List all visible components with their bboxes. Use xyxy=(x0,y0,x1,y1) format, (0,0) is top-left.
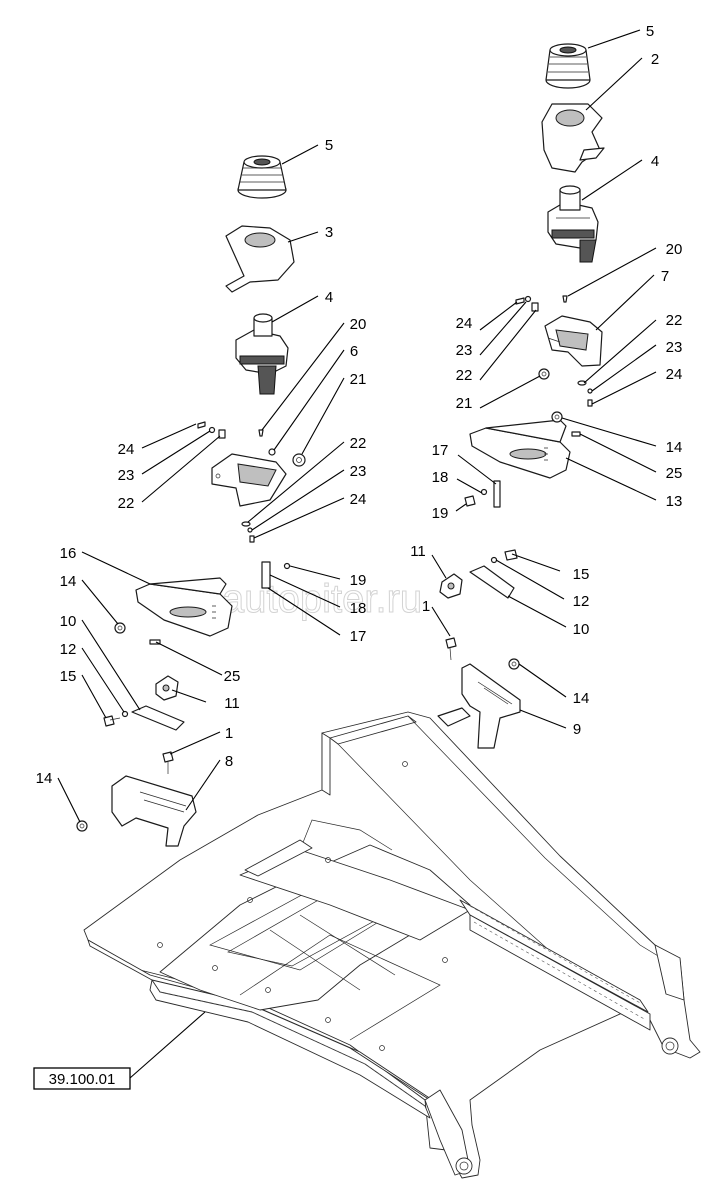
callout-12-left: 12 xyxy=(60,641,77,658)
cab-floor-frame xyxy=(83,711,701,1179)
support-bracket-left xyxy=(111,775,197,847)
callout-22-right: 22 xyxy=(666,312,683,329)
bolt-set-left xyxy=(103,710,129,727)
plate-set-right xyxy=(469,549,518,599)
spring-right xyxy=(538,368,550,380)
cover-left xyxy=(225,225,295,293)
callout-22-right-top: 22 xyxy=(456,367,473,384)
mounting-plate-right xyxy=(469,419,571,479)
callout-10-right: 10 xyxy=(573,621,590,638)
knob-right xyxy=(439,573,463,599)
callout-15-left: 15 xyxy=(60,668,77,685)
bracket-left-upper xyxy=(211,453,287,507)
callout-19-left: 19 xyxy=(350,572,367,589)
callout-4-left: 4 xyxy=(325,289,333,306)
callout-10-left: 10 xyxy=(60,613,77,630)
callout-20-left: 20 xyxy=(350,316,367,333)
mounting-plate-left xyxy=(135,577,233,637)
cover-right xyxy=(541,103,605,173)
boot-left xyxy=(237,155,287,199)
callout-18-right: 18 xyxy=(432,469,449,486)
callout-22-left: 22 xyxy=(350,435,367,452)
reference-label[interactable]: 39.100.01 xyxy=(49,1071,116,1088)
callout-3: 3 xyxy=(325,224,333,241)
callout-17-right: 17 xyxy=(432,442,449,459)
reference-box[interactable] xyxy=(33,1067,131,1090)
callout-7: 7 xyxy=(661,268,669,285)
callout-23-right: 23 xyxy=(666,339,683,356)
knob-left xyxy=(155,675,179,701)
callout-13: 13 xyxy=(666,493,683,510)
callout-2: 2 xyxy=(651,51,659,68)
callout-9: 9 xyxy=(573,721,581,738)
clip-left xyxy=(268,448,276,456)
bolt-right xyxy=(445,637,457,661)
callout-11-right: 11 xyxy=(410,543,426,560)
callout-24-left-top: 24 xyxy=(118,441,135,458)
callout-1-right: 1 xyxy=(422,598,430,615)
callout-14-left-bottom: 14 xyxy=(36,770,53,787)
callout-20-right: 20 xyxy=(666,241,683,258)
callout-14-right-bottom: 14 xyxy=(573,690,590,707)
joystick-unit-right xyxy=(547,185,599,263)
callout-18-left: 18 xyxy=(350,600,367,617)
fasteners-right-mid xyxy=(577,380,593,407)
leader-lines xyxy=(57,29,657,1079)
callout-22-left-top: 22 xyxy=(118,495,135,512)
callout-5-left: 5 xyxy=(325,137,333,154)
callout-16: 16 xyxy=(60,545,77,562)
callout-14-right-top: 14 xyxy=(666,439,683,456)
fasteners-right-top xyxy=(515,295,568,312)
callout-21-left: 21 xyxy=(350,371,367,388)
callout-4-right: 4 xyxy=(651,153,659,170)
pin-left xyxy=(258,429,264,437)
callout-6: 6 xyxy=(350,343,358,360)
fasteners-left-top xyxy=(197,421,226,439)
nuts-right-mid xyxy=(551,411,581,437)
callout-14-left-top: 14 xyxy=(60,573,77,590)
callout-19-right: 19 xyxy=(432,505,449,522)
clip-set-right xyxy=(464,480,501,508)
reference-link[interactable]: 39.100.01 xyxy=(33,1067,131,1090)
fasteners-left-mid xyxy=(241,521,255,543)
callout-25-right: 25 xyxy=(666,465,683,482)
joystick-unit-left xyxy=(235,313,289,395)
support-bracket-right xyxy=(437,663,521,749)
bracket-right-upper xyxy=(544,315,603,367)
callout-24-right: 24 xyxy=(666,366,683,383)
washer-left-top xyxy=(114,622,126,634)
callout-labels: 5 2 4 20 7 24 23 22 21 22 23 24 14 25 13… xyxy=(36,23,683,787)
callout-21-right: 21 xyxy=(456,395,473,412)
callout-11-left: 11 xyxy=(224,695,240,712)
callout-23-left-top: 23 xyxy=(118,467,135,484)
callout-24-right-top: 24 xyxy=(456,315,473,332)
washer-left-bottom xyxy=(76,820,88,832)
right-joystick-assembly xyxy=(437,43,605,749)
callout-23-left: 23 xyxy=(350,463,367,480)
bolt-left xyxy=(162,751,174,774)
callout-17-left: 17 xyxy=(350,628,367,645)
callout-24-left: 24 xyxy=(350,491,367,508)
boot-right xyxy=(545,43,591,89)
callout-25-left: 25 xyxy=(224,668,241,685)
plate-left xyxy=(131,705,185,731)
callout-23-right-top: 23 xyxy=(456,342,473,359)
washer-right-bottom xyxy=(508,658,520,670)
callout-8: 8 xyxy=(225,753,233,770)
callout-1-left: 1 xyxy=(225,725,233,742)
left-joystick-assembly xyxy=(76,155,306,847)
callout-12-right: 12 xyxy=(573,593,590,610)
callout-5-right: 5 xyxy=(646,23,654,40)
spring-left xyxy=(292,453,306,467)
callout-15-right: 15 xyxy=(573,566,590,583)
